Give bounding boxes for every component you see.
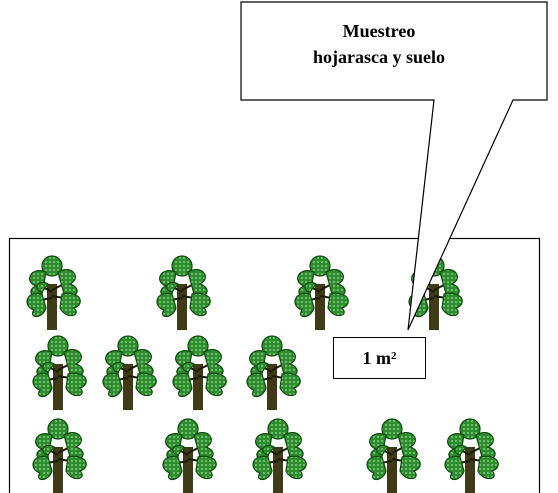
quadrat-label: 1 m (362, 347, 392, 368)
tree-icon (366, 418, 422, 493)
tree-icon (172, 335, 228, 411)
tree-icon (246, 335, 302, 411)
quadrat-exponent: 2 (391, 350, 397, 362)
callout-line-1: Muestreo (342, 21, 416, 41)
tree-icon (444, 418, 500, 493)
tree-icon (294, 255, 350, 331)
tree-icon (32, 418, 88, 493)
tree-row-2 (32, 335, 302, 411)
callout-label: Muestreo hojarasca y suelo (240, 18, 518, 70)
tree-icon (102, 335, 158, 411)
plot-border (8, 237, 541, 493)
tree-icon (252, 418, 308, 493)
tree-row-3 (32, 418, 500, 493)
tree-icon (162, 418, 218, 493)
callout-line-2: hojarasca y suelo (313, 47, 445, 67)
tree-icon (26, 255, 82, 331)
tree-icon (32, 335, 88, 411)
tree-row-1 (26, 255, 464, 331)
callout-balloon (240, 1, 548, 331)
tree-icon (156, 255, 212, 331)
